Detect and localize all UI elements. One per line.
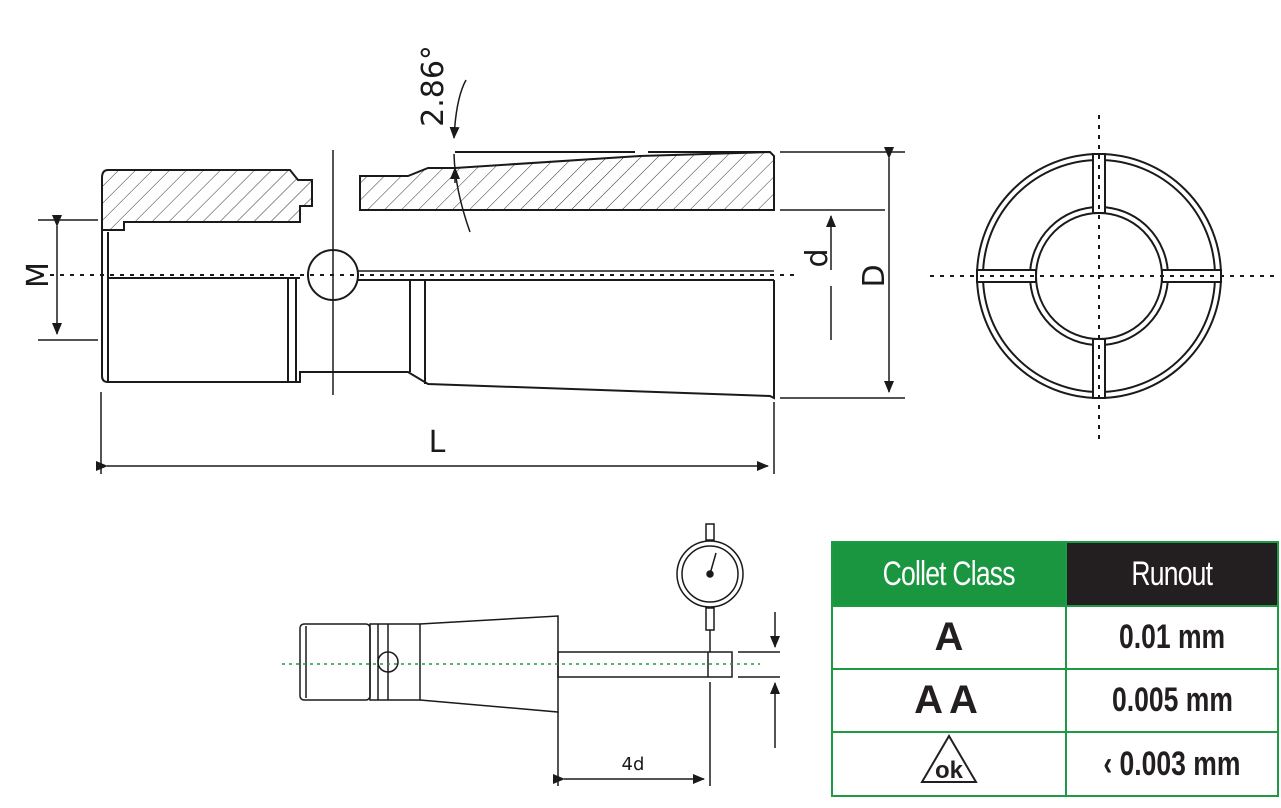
collet-hatched-section-left: [101, 169, 313, 231]
dim-d-label: d: [800, 248, 835, 267]
dim-d: [780, 209, 885, 340]
collet-side-view: [101, 150, 775, 400]
runout-cell: ‹ 0.003 mm: [1065, 731, 1279, 797]
table-header-row: Collet Class Runout: [831, 541, 1279, 607]
dim-4d-label: 4d: [622, 754, 645, 775]
dim-M: [38, 215, 98, 341]
dim-L-label: L: [429, 425, 446, 460]
dim-M-label: M: [21, 262, 56, 288]
dial-indicator: [676, 540, 744, 608]
dim-L: [96, 392, 775, 474]
runout-header: Runout: [1065, 541, 1279, 607]
ok-triangle-icon: ok: [920, 734, 978, 784]
table-row: AA 0.005 mm: [831, 668, 1279, 733]
collet-hatched-section-right: [359, 150, 775, 211]
class-cell: A: [831, 605, 1067, 670]
runout-table: Collet Class Runout A 0.01 mm AA 0.005 m…: [831, 541, 1279, 797]
collet-lower-body: [101, 230, 775, 400]
dim-angle: [449, 79, 471, 233]
collet-class-header: Collet Class: [831, 541, 1067, 607]
runout-cell: 0.01 mm: [1065, 605, 1279, 670]
class-cell: ok: [831, 731, 1067, 797]
dim-D-label: D: [857, 264, 892, 287]
class-cell: AA: [831, 668, 1067, 733]
table-row: ok ‹ 0.003 mm: [831, 731, 1279, 797]
table-row: A 0.01 mm: [831, 605, 1279, 670]
ok-label: ok: [935, 757, 964, 784]
runout-test-setup: [299, 523, 780, 786]
runout-cell: 0.005 mm: [1065, 668, 1279, 733]
dim-D: [780, 147, 905, 399]
dim-angle-label: 2.86°: [416, 45, 451, 127]
